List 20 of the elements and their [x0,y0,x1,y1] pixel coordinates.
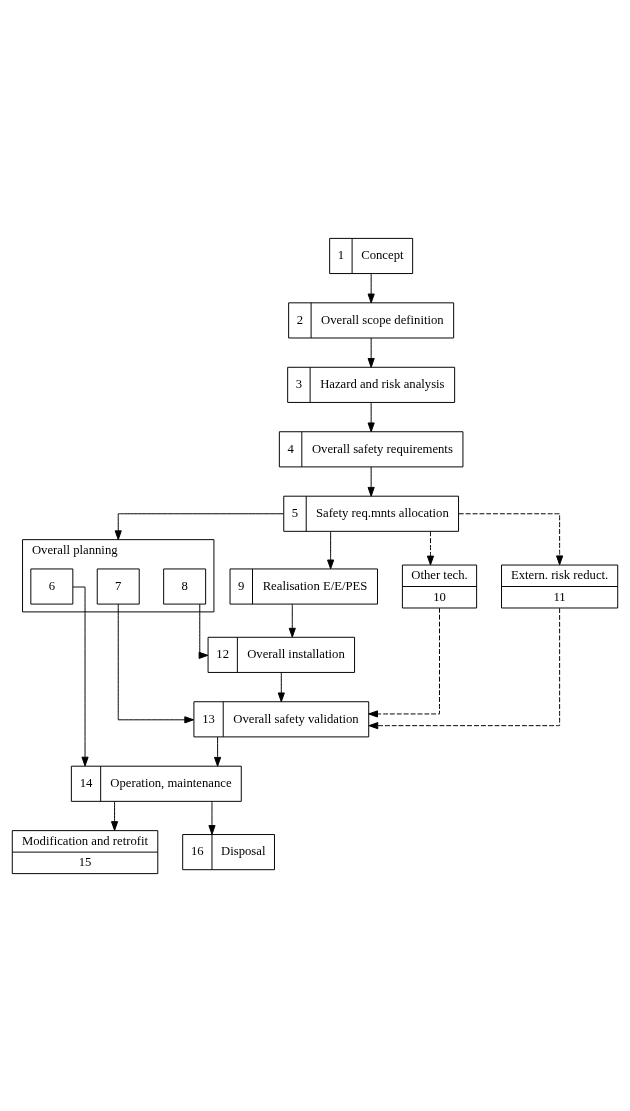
arrow [367,465,375,497]
node-box: 8 [163,567,207,605]
arrow [426,530,435,565]
arrow [458,512,564,565]
arrow [367,272,375,303]
arrow [117,603,195,723]
arrow [208,800,216,835]
arrow [214,735,222,767]
arrow [367,337,375,368]
arrow [114,512,284,540]
arrow [277,671,285,702]
arrow [288,603,296,638]
node-box: 7 [96,567,140,605]
arrow [198,603,209,659]
arrow [327,530,335,569]
node-box: 6 [30,567,74,605]
arrow [368,607,440,717]
arrow [368,607,561,729]
arrow [111,800,119,831]
arrow [367,401,375,432]
